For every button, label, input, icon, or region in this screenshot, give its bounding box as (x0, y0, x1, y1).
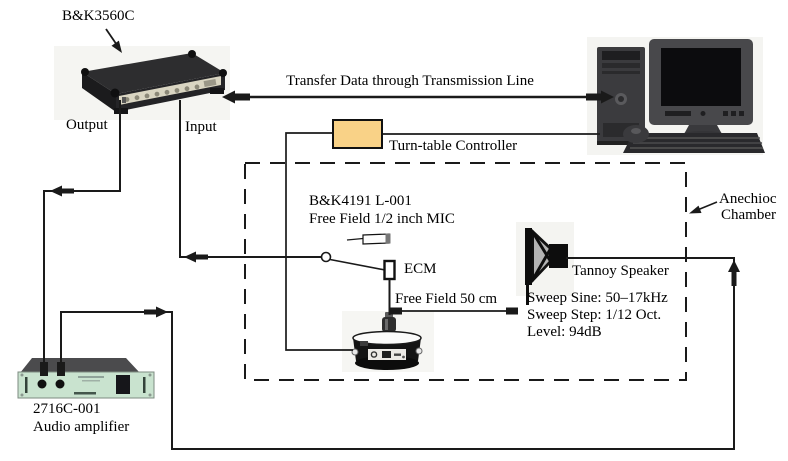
amplifier-type-label: Audio amplifier (33, 419, 130, 435)
output-to-amplifier-wire (40, 100, 121, 376)
analyzer-box (81, 50, 227, 114)
transfer-data-arrow (222, 90, 614, 104)
amplifier-box (17, 358, 155, 399)
reference-mic-model-label: B&K4191 L-001 (309, 193, 412, 209)
switch-arm (329, 258, 386, 271)
level-label: Level: 94dB (527, 324, 602, 340)
output-label: Output (66, 117, 108, 133)
reference-mic-icon (346, 233, 391, 245)
amplifier-model-label: 2716C-001 (33, 401, 101, 417)
reference-mic-type-label: Free Field 1/2 inch MIC (309, 211, 455, 227)
computer-mouse (623, 125, 649, 143)
input-label: Input (185, 119, 217, 135)
analyzer-connector-strip (119, 76, 221, 105)
speaker-name-label: Tannoy Speaker (572, 263, 669, 279)
analyzer-pointer-arrow (105, 28, 122, 53)
turntable-controller-box (332, 119, 383, 149)
ecm-label: ECM (404, 261, 437, 277)
computer-keyboard (623, 133, 765, 153)
analyzer-connectors (124, 79, 217, 102)
amplifier-device-image (17, 358, 155, 399)
free-field-distance-label: Free Field 50 cm (395, 291, 498, 307)
free-field-distance-line (390, 307, 518, 315)
turntable-controller-label: Turn-table Controller (389, 138, 518, 154)
chamber-label-line1: Anechioc (719, 191, 777, 207)
switch-contact-circle (320, 251, 332, 263)
computer-screen (661, 48, 741, 106)
ecm-microphone (383, 259, 396, 315)
controller-to-turntable-wire (285, 132, 353, 351)
sweep-step-label: Sweep Step: 1/12 Oct. (527, 307, 662, 323)
ecm-to-input-wire (179, 100, 386, 271)
chamber-label-line2: Chamber (721, 207, 776, 223)
analyzer-label: B&K3560C (62, 8, 135, 24)
computer-tower (597, 47, 645, 145)
transfer-data-label: Transfer Data through Transmission Line (286, 73, 534, 89)
sweep-sine-label: Sweep Sine: 50–17kHz (527, 290, 668, 306)
chamber-pointer-arrow (689, 201, 718, 214)
amplifier-to-speaker-wire (57, 257, 740, 450)
analyzer-device-image (54, 46, 230, 120)
computer-image (587, 37, 765, 155)
